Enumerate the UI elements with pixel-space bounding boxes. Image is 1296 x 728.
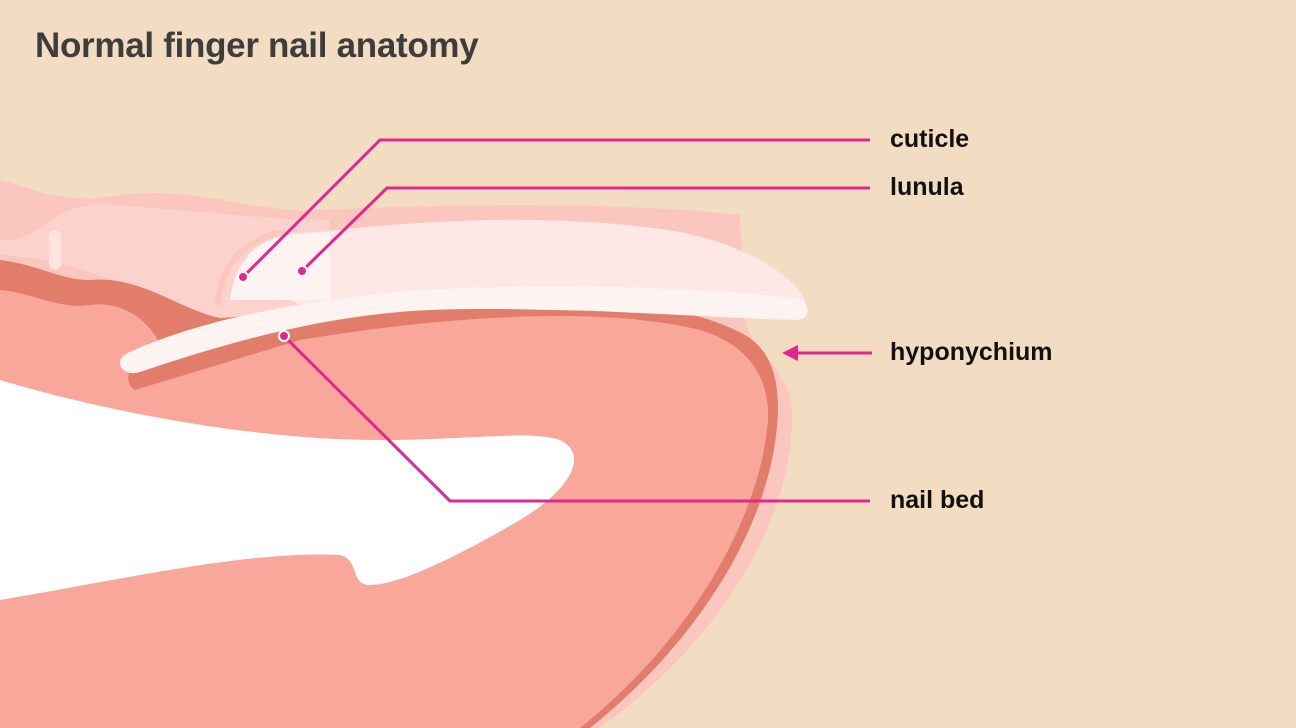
- hyponychium-arrow-icon: [782, 345, 798, 361]
- cuticle-shape: [215, 229, 286, 306]
- label-lunula: lunula: [890, 173, 964, 201]
- nail-bed-dot: [278, 330, 290, 342]
- cuticle-ridge: [49, 230, 61, 270]
- lunula-shape: [230, 232, 330, 300]
- page-title: Normal finger nail anatomy: [35, 26, 479, 65]
- leader-dots: [237, 265, 308, 342]
- label-hyponychium: hyponychium: [890, 338, 1053, 366]
- leader-lines: [241, 138, 872, 503]
- cuticle-dot: [237, 271, 249, 283]
- nail-bed-leader-line: [282, 334, 870, 503]
- cuticle-leader-line: [241, 138, 870, 279]
- lunula-dot: [296, 265, 308, 277]
- nail-underside: [119, 286, 808, 374]
- label-cuticle: cuticle: [890, 125, 970, 153]
- finger-bone: [0, 380, 575, 600]
- lunula-leader-line: [300, 186, 870, 273]
- label-nail-bed: nail bed: [890, 486, 985, 514]
